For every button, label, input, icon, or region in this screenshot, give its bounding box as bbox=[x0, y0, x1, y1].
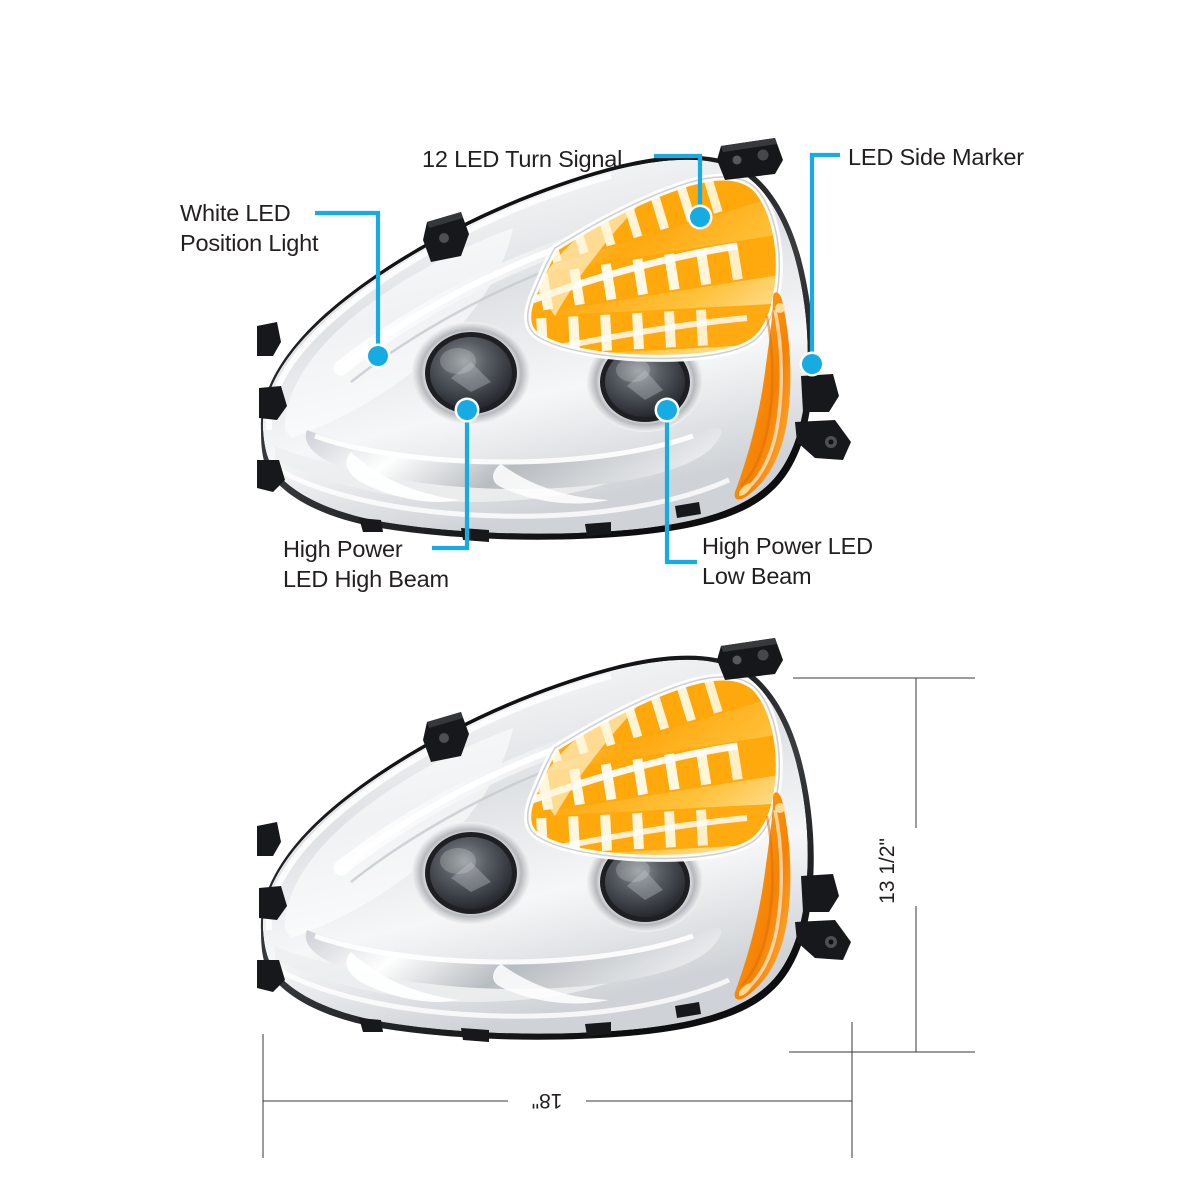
headlight-graphic bbox=[257, 138, 851, 542]
callout-high-power-led-high-beam: High Power LED High Beam bbox=[283, 536, 449, 592]
mounting-brackets bbox=[257, 638, 851, 1042]
dimension-width-label: 18" bbox=[531, 1089, 563, 1112]
callout-led-side-marker: LED Side Marker bbox=[848, 144, 1024, 170]
led-side-marker-strip bbox=[734, 292, 791, 500]
headlight-lens-body bbox=[262, 659, 808, 1034]
callout-high-power-led-low-beam: High Power LED Low Beam bbox=[702, 533, 873, 589]
projector-high-beam bbox=[412, 322, 530, 424]
callout-12-led-turn-signal: 12 LED Turn Signal bbox=[422, 146, 623, 172]
turn-signal-cluster bbox=[524, 673, 783, 862]
led-side-marker-strip bbox=[734, 792, 791, 1000]
callout-white-led-position-light: White LED Position Light bbox=[180, 200, 319, 256]
turn-signal-led-segments bbox=[527, 176, 780, 358]
headlight-lens-body bbox=[262, 159, 808, 534]
headlight-dimensioned bbox=[255, 630, 855, 1050]
projector-high-beam bbox=[412, 822, 530, 924]
dimension-height-label: 13 1/2" bbox=[876, 838, 899, 904]
headlight-graphic-2 bbox=[257, 638, 851, 1042]
turn-signal-cluster bbox=[524, 173, 783, 362]
mounting-brackets bbox=[257, 138, 851, 542]
headlight-annotated bbox=[255, 130, 855, 550]
